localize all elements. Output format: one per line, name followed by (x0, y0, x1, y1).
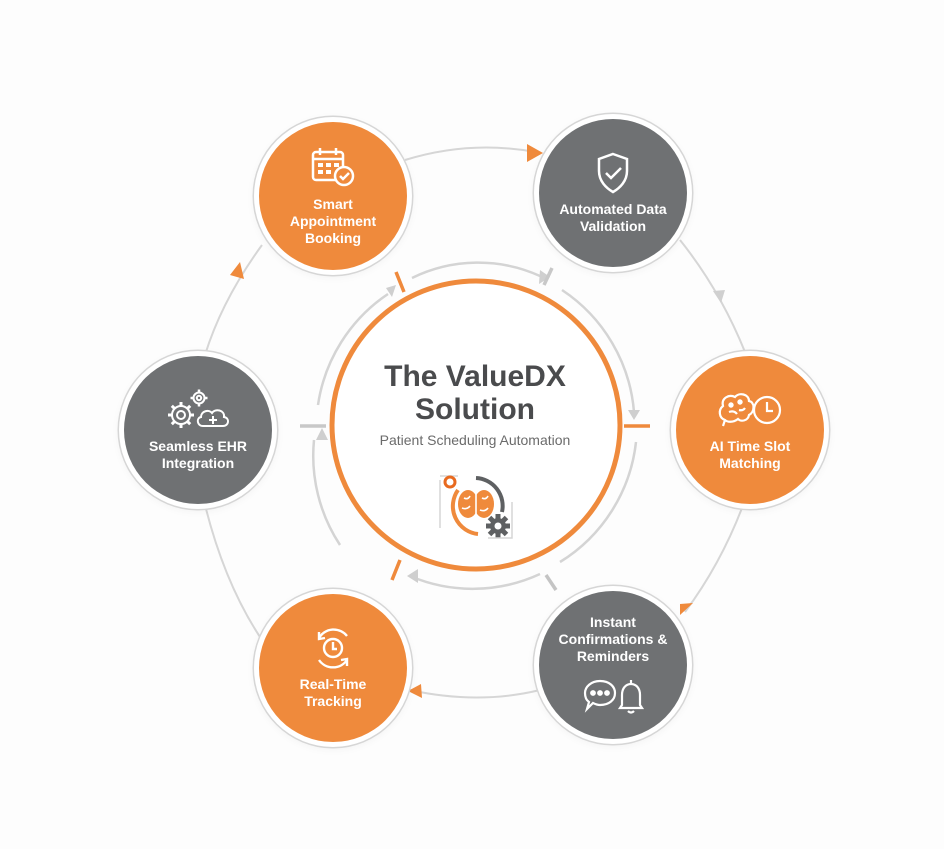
center-label: The ValueDX Solution Patient Scheduling … (330, 360, 620, 448)
inner-arrowheads (316, 270, 640, 583)
node-label: Automated Data Validation (559, 201, 667, 234)
inner-gray-arcs (312, 261, 638, 591)
brain-gear-cycle-icon (428, 468, 528, 544)
brain-clock-icon (715, 388, 785, 432)
node-smart-appointment-booking: Smart Appointment Booking (259, 122, 407, 270)
shield-check-icon (587, 151, 639, 195)
arrow-to-tracking (408, 684, 422, 698)
orbit-arrowheads (230, 144, 725, 698)
node-instant-confirmations-reminders: Instant Confirmations & Reminders (539, 591, 687, 739)
chat-bell-icon (582, 673, 645, 717)
center-ring (329, 278, 623, 572)
node-automated-data-validation: Automated Data Validation (539, 119, 687, 267)
calendar-check-icon (307, 146, 359, 190)
center-subtitle: Patient Scheduling Automation (379, 432, 571, 448)
node-label: Smart Appointment Booking (289, 195, 377, 246)
arrow-to-validation (527, 144, 543, 162)
arrow-to-booking (230, 262, 244, 279)
node-ai-time-slot-matching: AI Time Slot Matching (676, 356, 824, 504)
inner-ring-ticks (300, 267, 650, 591)
clock-refresh-icon (307, 626, 359, 670)
node-label: Real-Time Tracking (299, 676, 367, 709)
node-label: AI Time Slot Matching (709, 438, 791, 471)
arrow-to-ai-matching (713, 290, 725, 303)
center-title-line2: Solution (415, 393, 535, 426)
arrow-to-confirmations (680, 603, 693, 615)
node-label: Instant Confirmations & Reminders (558, 613, 668, 664)
node-real-time-tracking: Real-Time Tracking (259, 594, 407, 742)
outer-orbit-connectors (204, 146, 746, 699)
node-label: Seamless EHR Integration (148, 438, 248, 471)
center-title-line1: The ValueDX (384, 360, 566, 393)
gears-cloud-icon (163, 388, 233, 432)
node-seamless-ehr-integration: Seamless EHR Integration (124, 356, 272, 504)
